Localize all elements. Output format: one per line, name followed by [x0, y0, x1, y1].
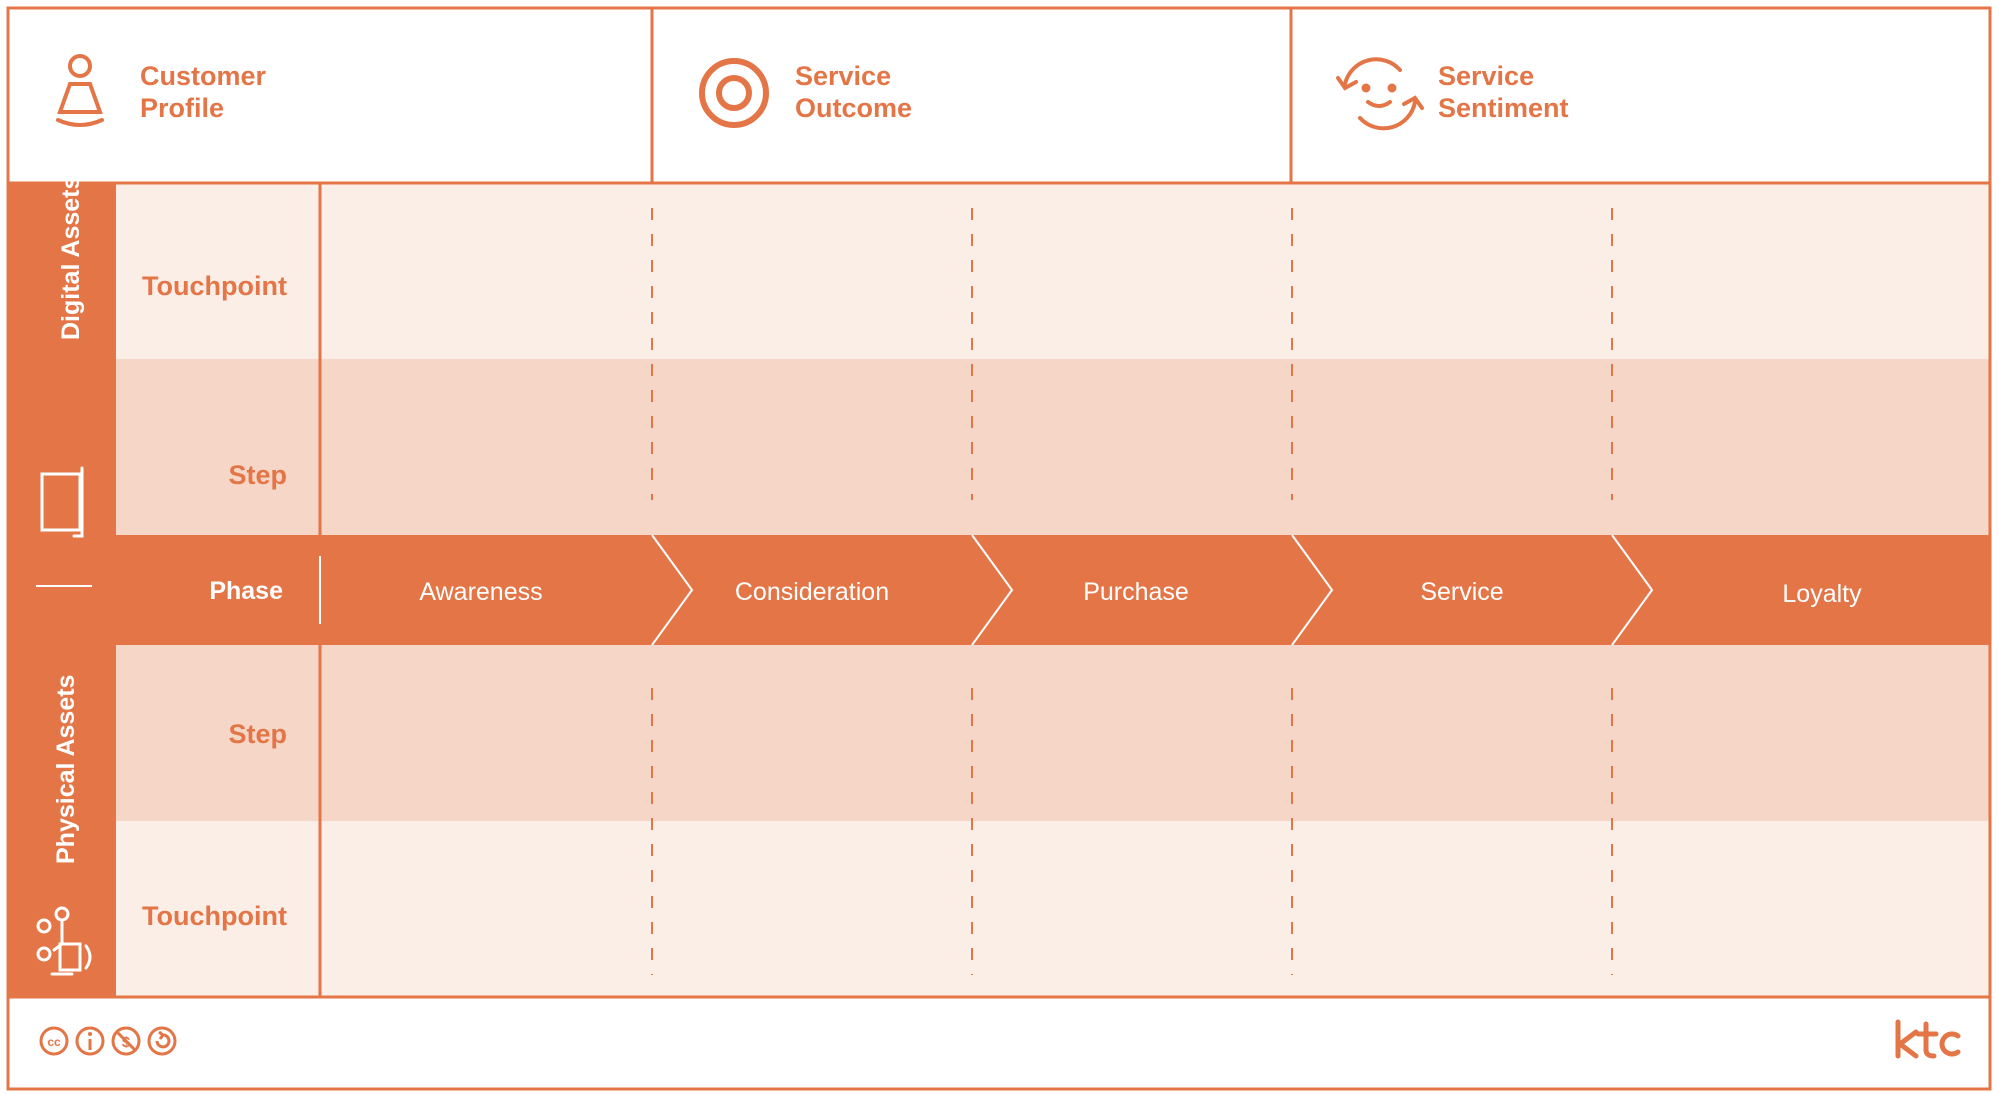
phase-consideration: Consideration	[735, 578, 889, 606]
customer-profile-title-line1: Customer	[140, 61, 267, 91]
sharealike-icon	[147, 1026, 177, 1056]
smiley-cycle-icon	[1336, 57, 1424, 131]
digital-touchpoint-label: Touchpoint	[142, 271, 287, 301]
phase-awareness: Awareness	[419, 578, 542, 606]
digital-touchpoint-row	[116, 183, 1990, 359]
chevron-1	[651, 534, 694, 646]
phase-chevrons	[651, 534, 1654, 646]
physical-step-label: Step	[228, 719, 287, 749]
chevron-4	[1611, 534, 1654, 646]
people-speaker-icon	[36, 906, 92, 976]
attribution-icon	[75, 1026, 105, 1056]
physical-assets-label: Physical Assets	[52, 675, 80, 864]
svg-text:cc: cc	[47, 1035, 61, 1049]
phase-purchase: Purchase	[1083, 578, 1189, 606]
chevron-2	[971, 534, 1014, 646]
cc-icon: cc	[39, 1026, 69, 1056]
digital-step-label: Step	[228, 460, 287, 490]
digital-assets-label: Digital Assets	[57, 176, 85, 340]
person-icon	[56, 54, 104, 127]
target-icon	[699, 58, 769, 128]
customer-profile-title-line2: Profile	[140, 93, 224, 123]
phase-service: Service	[1420, 578, 1503, 606]
physical-touchpoint-label: Touchpoint	[142, 901, 287, 931]
sidebar	[8, 183, 116, 997]
phase-loyalty: Loyalty	[1782, 580, 1862, 608]
service-sentiment-title-line2: Sentiment	[1438, 93, 1569, 123]
laptop-icon	[40, 466, 84, 538]
column-dividers	[651, 208, 1613, 975]
service-sentiment-title-line1: Service	[1438, 61, 1534, 91]
service-outcome-title-line2: Outcome	[795, 93, 912, 123]
ktc-logo	[1895, 1019, 1961, 1059]
chevron-3	[1291, 534, 1334, 646]
phase-label: Phase	[209, 577, 283, 605]
physical-step-row	[116, 645, 1990, 821]
digital-step-row	[116, 359, 1990, 535]
phase-row	[116, 535, 1990, 645]
service-outcome-title-line1: Service	[795, 61, 891, 91]
outer-frame	[6, 6, 1992, 1091]
noncommercial-icon: $	[111, 1026, 141, 1056]
physical-touchpoint-row	[116, 821, 1990, 997]
